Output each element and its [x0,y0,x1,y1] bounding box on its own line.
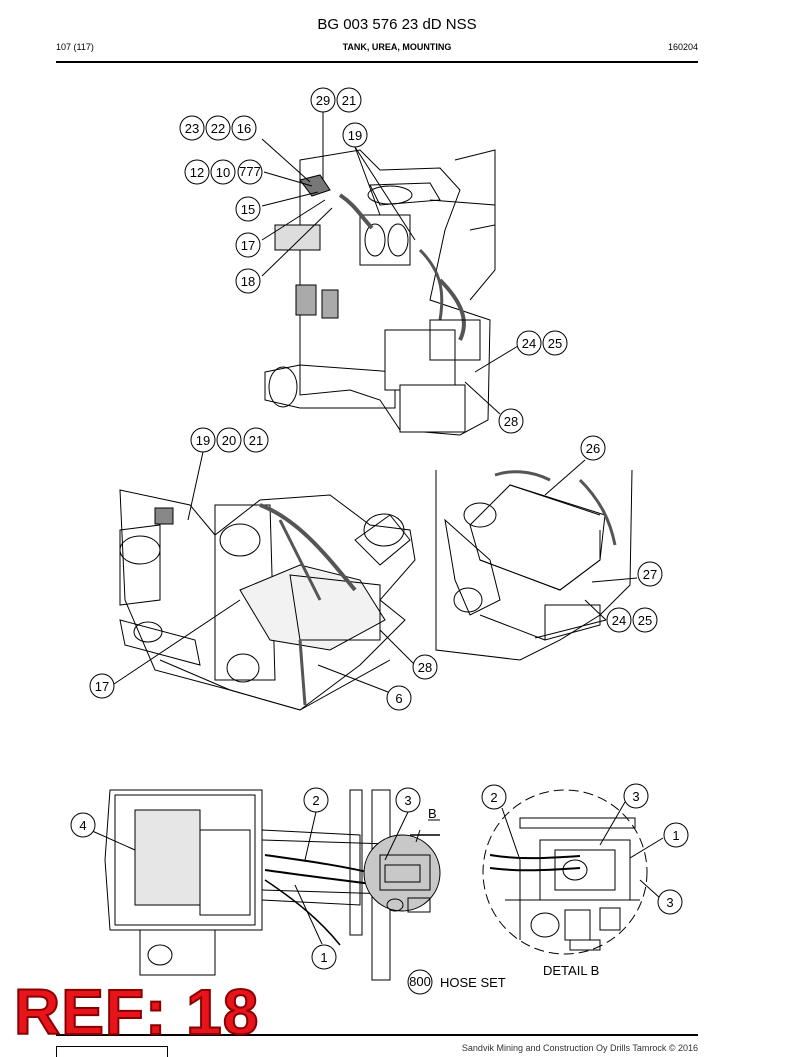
callout-18: 18 [241,274,255,289]
callout-25-b: 25 [638,613,652,628]
callout-3-b: 3 [632,789,639,804]
top-leader-lines [261,112,519,415]
callout-28-b: 28 [418,660,432,675]
callout-3: 3 [404,793,411,808]
callout-21-b: 21 [249,433,263,448]
footer-rule [56,1034,698,1036]
sandvik-logo [56,1046,168,1057]
callout-3-c: 3 [666,895,673,910]
callout-17-b: 17 [95,679,109,694]
hose-set-label: HOSE SET [440,975,506,990]
callout-6: 6 [395,691,402,706]
callout-21: 21 [342,93,356,108]
callout-28: 28 [504,414,518,429]
callout-19-b: 19 [196,433,210,448]
detail-b-inner [379,834,440,913]
callout-20: 20 [222,433,236,448]
callout-2: 2 [312,793,319,808]
middle-right-leader-lines [534,459,638,639]
document-code: 160204 [667,42,698,52]
detail-b-circle [482,789,648,955]
detail-b-drawing [489,817,640,951]
callout-22: 22 [211,121,225,136]
bottom-left-drawing [104,789,421,981]
middle-left-leader-lines [113,451,415,693]
document-title: BG 003 576 23 dD NSS [317,16,477,33]
callout-12: 12 [190,165,204,180]
section-title: TANK, UREA, MOUNTING [342,42,452,52]
callout-17: 17 [241,238,255,253]
callout-2-b: 2 [490,790,497,805]
detail-b-label: DETAIL B [543,963,599,978]
ref-stamp: REF: 18 [13,976,260,1048]
middle-left-drawing [119,489,416,711]
callout-15: 15 [241,202,255,217]
callout-1: 1 [320,950,327,965]
callout-777: 777 [239,164,261,179]
callout-19: 19 [348,128,362,143]
top-assembly-drawing [264,149,496,436]
detail-b-marker: B [428,806,437,821]
footer-copyright: Sandvik Mining and Construction Oy Drill… [461,1043,698,1053]
callout-balloons [70,87,689,995]
middle-right-drawing [435,469,633,661]
callout-16: 16 [237,121,251,136]
callout-23: 23 [185,121,199,136]
detail-b-leader-lines [501,801,664,899]
callout-25: 25 [548,336,562,351]
bottom-left-leader-lines [89,811,440,945]
callout-26: 26 [586,441,600,456]
detail-b-highlight [363,834,441,912]
callout-27: 27 [643,567,657,582]
callout-4: 4 [79,818,86,833]
callout-24: 24 [522,336,536,351]
callout-24-b: 24 [612,613,626,628]
callout-10: 10 [216,165,230,180]
page-number: 107 (117) [56,42,94,52]
callout-1-b: 1 [672,828,679,843]
header-rule [56,61,698,63]
callout-800: 800 [409,974,431,989]
callout-29: 29 [316,93,330,108]
